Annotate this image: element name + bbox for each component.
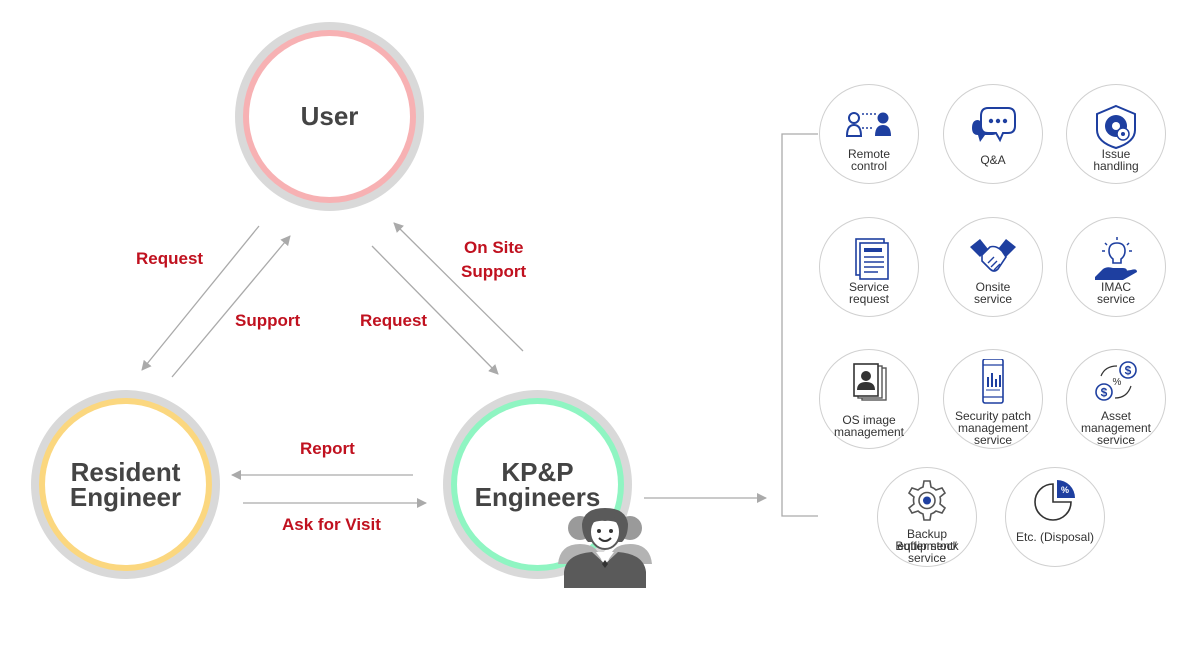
backup-gear-icon — [907, 480, 947, 521]
service-label-line: request — [848, 292, 890, 306]
service-label-line: service — [907, 551, 946, 565]
service-security-patch-management: Security patch management service — [943, 349, 1043, 449]
label-onsite-support-line2: Support — [461, 262, 527, 281]
user-inner: User — [249, 36, 410, 197]
kpp-engineers-label-line1: KP&P — [501, 456, 574, 487]
service-label-line: Etc. (Disposal) — [1015, 530, 1095, 544]
service-label-line: service — [973, 433, 1012, 447]
label-report: Report — [300, 439, 355, 458]
service-service-request: Service request — [819, 217, 919, 317]
handshake-icon — [970, 239, 1016, 272]
resident-engineer-ring: Resident Engineer — [39, 398, 212, 571]
service-imac: IMAC service — [1066, 217, 1166, 317]
service-request-document-icon — [855, 238, 889, 280]
service-label-line: Backup equipment/ — [897, 527, 957, 553]
service-label-line: Remote — [847, 147, 891, 161]
service-label-line: OS image — [842, 413, 896, 427]
disposal-pie-icon: % — [1034, 480, 1075, 521]
service-label-line: service — [973, 292, 1012, 306]
label-support-resident-to-user: Support — [235, 311, 301, 330]
service-label-line: Security patch — [954, 409, 1032, 423]
imac-lightbulb-hand-icon — [1095, 237, 1137, 280]
resident-engineer-label-line2: Engineer — [69, 481, 182, 512]
service-issue-handling: Issue handling — [1066, 84, 1166, 184]
asset-dollar-icon: $ $ % — [1095, 361, 1137, 401]
security-patch-phone-icon — [982, 359, 1004, 404]
issue-handling-icon — [1096, 104, 1136, 150]
user-label: User — [300, 101, 359, 131]
service-onsite-service: Onsite service — [943, 217, 1043, 317]
label-onsite-support-line1: On Site — [464, 238, 524, 257]
label-ask-for-visit: Ask for Visit — [282, 515, 381, 534]
resident-engineer-label-line1: Resident — [70, 456, 181, 487]
service-label-line: service — [1096, 433, 1135, 447]
service-label-line: Onsite — [975, 280, 1011, 294]
qa-chat-icon — [972, 107, 1016, 143]
services-bracket — [781, 133, 818, 517]
arrow-resident-to-user — [171, 235, 291, 378]
service-label-line: Q&A — [980, 153, 1006, 167]
service-label-line: management — [833, 425, 905, 439]
remote-control-icon — [846, 112, 891, 137]
arrow-user-to-resident — [141, 225, 260, 371]
svg-text:$: $ — [1101, 386, 1108, 400]
kpp-engineers-label-line2: Engineers — [474, 481, 601, 512]
service-qa: Q&A — [943, 84, 1043, 184]
user-ring: User — [243, 30, 416, 203]
service-etc-disposal: % Etc. (Disposal) — [1005, 467, 1105, 567]
arrow-kpp-to-user — [393, 222, 524, 352]
service-asset-management: $ $ % Asset management service — [1066, 349, 1166, 449]
service-label-line: service — [1096, 292, 1135, 306]
service-os-image-management: OS image management — [819, 349, 919, 449]
os-image-portrait-icon — [853, 363, 887, 401]
service-label-line: Asset — [1100, 409, 1131, 423]
service-label-line: handling — [1093, 159, 1139, 173]
label-request-user-to-kpp: Request — [360, 311, 428, 330]
service-label-line: Service — [848, 280, 889, 294]
svg-text:%: % — [1061, 485, 1069, 495]
service-label-line: IMAC — [1101, 280, 1131, 294]
service-label-line: Issue — [1101, 147, 1131, 161]
service-label-line: control — [850, 159, 888, 173]
service-label-line: Buffer stock — [895, 539, 959, 553]
arrow-user-to-kpp — [371, 245, 499, 375]
service-label-line: management — [957, 421, 1029, 435]
service-backup-equipment: Backup equipment/ Buffer stock service — [877, 467, 977, 567]
resident-engineer-inner: Resident Engineer — [45, 404, 206, 565]
engineers-group-icon — [558, 508, 652, 588]
user-node: User — [235, 22, 424, 211]
label-request-user-to-resident: Request — [136, 249, 204, 268]
resident-engineer-node: Resident Engineer — [31, 390, 220, 579]
svg-text:%: % — [1113, 377, 1122, 388]
service-remote-control: Remote control — [819, 84, 919, 184]
service-label-line: management — [1080, 421, 1152, 435]
svg-text:$: $ — [1125, 364, 1132, 378]
